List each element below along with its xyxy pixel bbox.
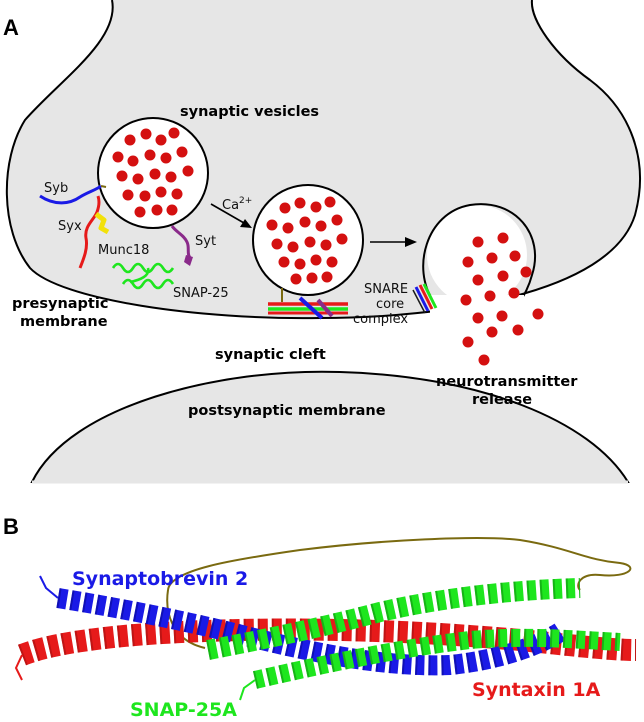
synaptotagmin-syt [170, 225, 193, 261]
synaptobrevin-syb [39, 184, 102, 205]
label-syt: Syt [195, 234, 216, 249]
munc18 [94, 212, 110, 235]
label-postsynaptic-membrane: postsynaptic membrane [188, 403, 386, 419]
released-neurotransmitters [460, 232, 544, 366]
vesicle-2-neurotransmitters [266, 196, 348, 285]
vesicle-1 [97, 117, 209, 229]
snap25-linker-loop [166, 537, 632, 649]
snare-structure [14, 537, 637, 701]
label-synaptic-cleft: synaptic cleft [215, 347, 326, 363]
label-membrane: membrane [20, 314, 108, 330]
label-snare: SNARE [364, 282, 408, 297]
label-calcium: Ca2+ [222, 196, 252, 213]
snap25-protein [111, 262, 175, 290]
label-synaptic-vesicles: synaptic vesicles [180, 104, 319, 120]
syntaxin-syx [78, 195, 101, 269]
arrow-1 [210, 203, 252, 228]
postsynaptic-membrane-outline [30, 370, 630, 483]
panel-a-label: A [3, 15, 19, 40]
snare-complex-docked [268, 288, 348, 320]
vesicle-1-neurotransmitters [112, 127, 194, 218]
label-core: core [376, 297, 404, 312]
label-snap25: SNAP-25 [173, 286, 229, 301]
label-synaptobrevin-2: Synaptobrevin 2 [72, 568, 248, 590]
label-syb: Syb [44, 181, 68, 196]
label-complex: complex [353, 312, 408, 327]
panel-b-label: B [3, 514, 19, 539]
synaptobrevin-helix [56, 588, 566, 676]
label-neurotransmitter: neurotransmitter [436, 374, 578, 390]
label-snap-25a: SNAP-25A [130, 699, 237, 721]
vesicle-2 [252, 184, 364, 296]
label-munc18: Munc18 [98, 243, 149, 258]
label-syntaxin-1a: Syntaxin 1A [472, 679, 601, 701]
label-presynaptic: presynaptic [12, 296, 108, 312]
label-syx: Syx [58, 219, 82, 234]
label-release: release [472, 392, 532, 408]
arrow-2 [370, 237, 417, 247]
snare-core-complex-icon [412, 283, 438, 314]
